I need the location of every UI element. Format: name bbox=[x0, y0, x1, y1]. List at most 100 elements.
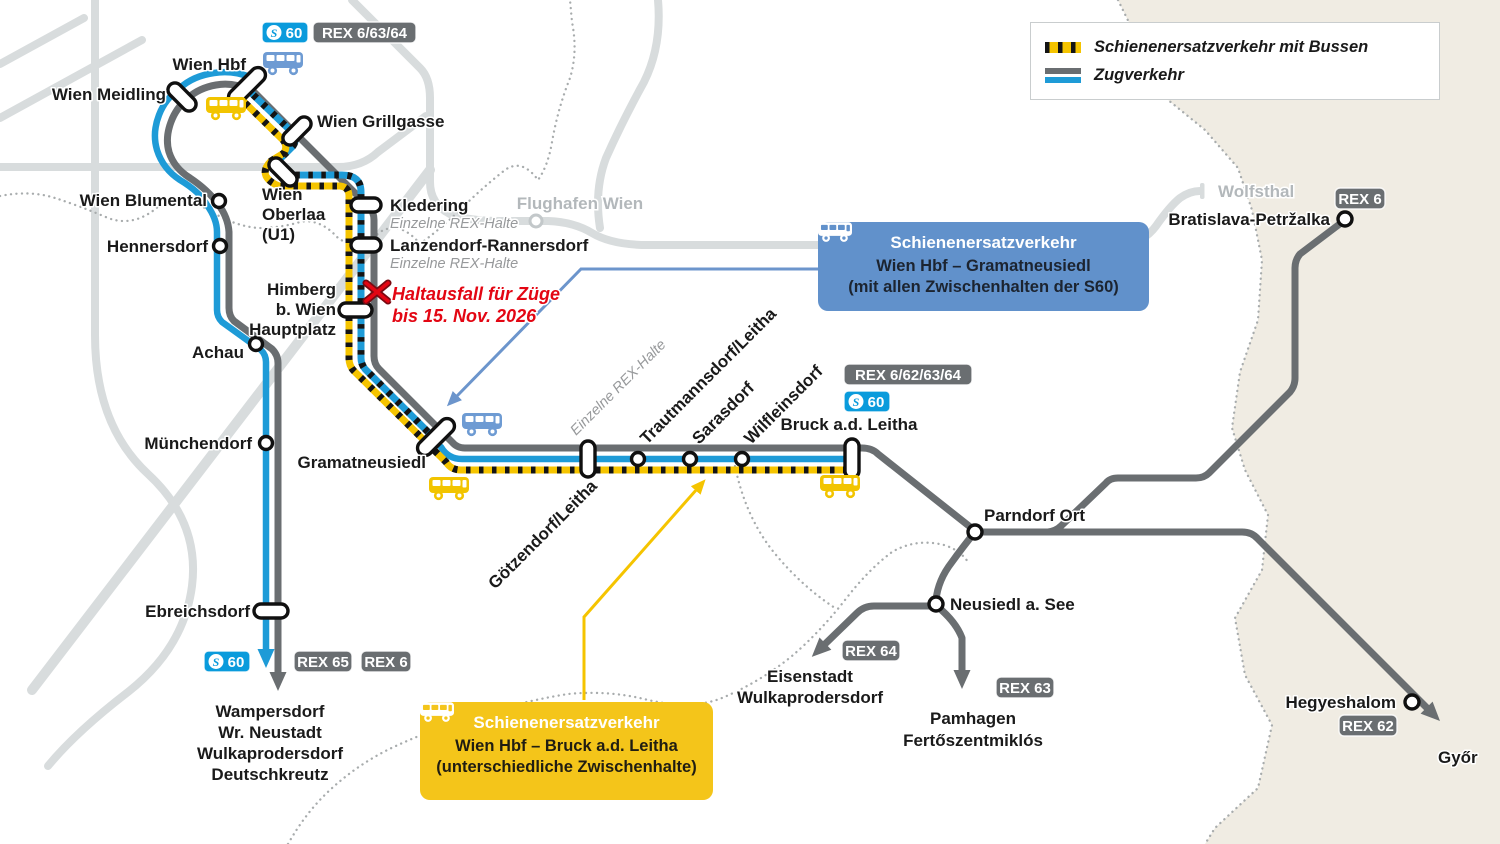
bus-icon-blue-hbf bbox=[263, 52, 303, 76]
svg-text:(U1): (U1) bbox=[262, 225, 295, 244]
rex65-badge: REX 65 bbox=[293, 650, 353, 673]
svg-text:REX 63: REX 63 bbox=[999, 680, 1051, 697]
label-kledering: Kledering bbox=[390, 196, 468, 215]
s60-loop-south bbox=[151, 68, 275, 668]
background-rail-network bbox=[0, 0, 1205, 770]
label-destinations-south: Wampersdorf Wr. Neustadt Wulkaprodersdor… bbox=[195, 701, 344, 786]
label-bratislava: Bratislava-Petržalka bbox=[1168, 210, 1330, 229]
svg-text:S: S bbox=[853, 395, 860, 409]
label-hennersdorf: Hennersdorf bbox=[107, 237, 208, 256]
callout-s60-replacement: Schienenersatzverkehr Wien Hbf – Gramatn… bbox=[818, 222, 1149, 311]
label-wien-grillgasse: Wien Grillgasse bbox=[317, 112, 444, 131]
svg-text:Wampersdorf: Wampersdorf bbox=[216, 702, 325, 721]
s60-badge-bruck: S 60 bbox=[843, 390, 891, 413]
callout-title: Schienenersatzverkehr bbox=[890, 233, 1077, 252]
svg-text:60: 60 bbox=[868, 394, 885, 411]
label-goetzendorf: Götzendorf/Leitha bbox=[485, 476, 602, 593]
station-marker-himberg bbox=[337, 301, 374, 319]
svg-text:Wien: Wien bbox=[262, 185, 302, 204]
legend-label: Schienenersatzverkehr mit Bussen bbox=[1094, 37, 1369, 56]
station-marker-wien-meidling bbox=[166, 81, 198, 113]
svg-text:Haltausfall für Züge: Haltausfall für Züge bbox=[392, 284, 560, 304]
rex-badge-hbf: REX 6/63/64 bbox=[312, 21, 417, 44]
station-marker-hegyeshalom bbox=[1403, 693, 1421, 711]
station-marker-muenchendorf bbox=[257, 434, 275, 452]
station-marker-ebreichsdorf bbox=[252, 602, 290, 620]
station-marker-wien-blumental bbox=[210, 192, 228, 210]
svg-text:Wulkaprodersdorf: Wulkaprodersdorf bbox=[737, 688, 883, 707]
note-kledering: Einzelne REX-Halte bbox=[390, 216, 518, 232]
label-ebreichsdorf: Ebreichsdorf bbox=[145, 602, 250, 621]
callout-title: Schienenersatzverkehr bbox=[473, 713, 660, 732]
svg-text:S: S bbox=[213, 655, 220, 669]
station-marker-hennersdorf bbox=[211, 237, 229, 255]
svg-text:Eisenstadt: Eisenstadt bbox=[767, 667, 853, 686]
svg-text:REX 65: REX 65 bbox=[297, 654, 349, 671]
note-lanzendorf: Einzelne REX-Halte bbox=[390, 256, 518, 272]
station-marker-bruck bbox=[843, 437, 861, 480]
callout-bruck-replacement: Schienenersatzverkehr Wien Hbf – Bruck a… bbox=[420, 702, 713, 800]
label-achau: Achau bbox=[192, 343, 244, 362]
bus-icon-yellow-bruck bbox=[820, 475, 860, 499]
station-marker-sarasdorf bbox=[681, 450, 699, 468]
legend-item-bus-replacement: Schienenersatzverkehr mit Bussen bbox=[1045, 38, 1425, 57]
svg-text:Oberlaa: Oberlaa bbox=[262, 205, 326, 224]
station-marker-trautmannsdorf bbox=[629, 450, 647, 468]
station-marker-wien-oberlaa bbox=[267, 156, 299, 188]
station-marker-kledering bbox=[349, 196, 383, 214]
label-destinations-eisenstadt: Eisenstadt Wulkaprodersdorf bbox=[735, 666, 884, 709]
station-marker-parndorf bbox=[966, 523, 984, 541]
svg-text:Deutschkreutz: Deutschkreutz bbox=[211, 765, 328, 784]
label-muenchendorf: Münchendorf bbox=[144, 434, 252, 453]
leader-arrow-s60 bbox=[446, 267, 822, 407]
svg-text:Wr. Neustadt: Wr. Neustadt bbox=[218, 723, 322, 742]
label-gyor: Győr bbox=[1438, 748, 1478, 767]
station-marker-gramatneusiedl bbox=[415, 416, 457, 458]
label-destinations-pamhagen: Pamhagen Fertőszentmiklós bbox=[902, 708, 1045, 752]
rex64-badge: REX 64 bbox=[841, 639, 901, 662]
rex6-badge-bratislava: REX 6 bbox=[1334, 187, 1386, 210]
bus-icon-white bbox=[420, 702, 454, 722]
svg-text:REX 6/62/63/64: REX 6/62/63/64 bbox=[855, 367, 962, 384]
station-marker-goetzendorf bbox=[579, 439, 597, 479]
branch-bratislava bbox=[1044, 219, 1345, 536]
callout-detail: (mit allen Zwischenhalten der S60) bbox=[848, 278, 1119, 296]
rex63-badge: REX 63 bbox=[995, 676, 1055, 699]
station-marker-achau bbox=[247, 335, 265, 353]
branch-parndorf-neusiedl bbox=[932, 528, 979, 604]
label-wolfsthal: Wolfsthal bbox=[1218, 182, 1294, 201]
label-lanzendorf: Lanzendorf-Rannersdorf bbox=[390, 236, 589, 255]
callout-route: Wien Hbf – Gramatneusiedl bbox=[876, 257, 1091, 275]
svg-text:Himberg: Himberg bbox=[267, 280, 336, 299]
bus-icon-blue-gramatneusiedl bbox=[462, 413, 502, 437]
label-wien-blumental: Wien Blumental bbox=[80, 191, 207, 210]
s60-badge-hbf: S 60 bbox=[261, 21, 309, 44]
closure-notice: Haltausfall für Züge bis 15. Nov. 2026 bbox=[391, 283, 562, 328]
svg-text:REX 6: REX 6 bbox=[364, 654, 407, 671]
closure-cross-icon bbox=[362, 279, 392, 305]
sbahn-logo: S bbox=[271, 26, 278, 40]
label-hegyeshalom: Hegyeshalom bbox=[1285, 693, 1396, 712]
wolfsthal-terminus-tick bbox=[1200, 183, 1205, 199]
station-marker-neusiedl bbox=[927, 595, 945, 613]
leader-arrow-bruck bbox=[582, 479, 706, 700]
svg-text:REX 6: REX 6 bbox=[1338, 191, 1381, 208]
rex-badge-bruck: REX 6/62/63/64 bbox=[843, 363, 973, 386]
label-parndorf: Parndorf Ort bbox=[984, 506, 1085, 525]
bus-icon-yellow-hbf bbox=[206, 97, 246, 121]
station-marker-wien-grillgasse bbox=[281, 115, 313, 147]
s60-gramatneusiedl-bruck bbox=[437, 443, 856, 463]
svg-text:REX 62: REX 62 bbox=[1342, 718, 1394, 735]
line-badges: S 60 REX 6/63/64 REX 6/62/63/64 S 60 S 6… bbox=[203, 21, 1398, 737]
station-marker-lanzendorf bbox=[349, 236, 383, 254]
legend-item-train: Zugverkehr bbox=[1045, 66, 1425, 85]
rex6-badge-south: REX 6 bbox=[360, 650, 412, 673]
station-marker-wilfleinsdorf bbox=[733, 450, 751, 468]
label-himberg: Himberg b. Wien Hauptplatz bbox=[248, 279, 338, 341]
foreign-area bbox=[1118, 0, 1500, 844]
station-marker-bratislava bbox=[1336, 210, 1354, 228]
svg-text:Hauptplatz: Hauptplatz bbox=[249, 320, 336, 339]
train-lines-blue bbox=[151, 68, 856, 668]
svg-text:Fertőszentmiklós: Fertőszentmiklós bbox=[903, 731, 1043, 750]
